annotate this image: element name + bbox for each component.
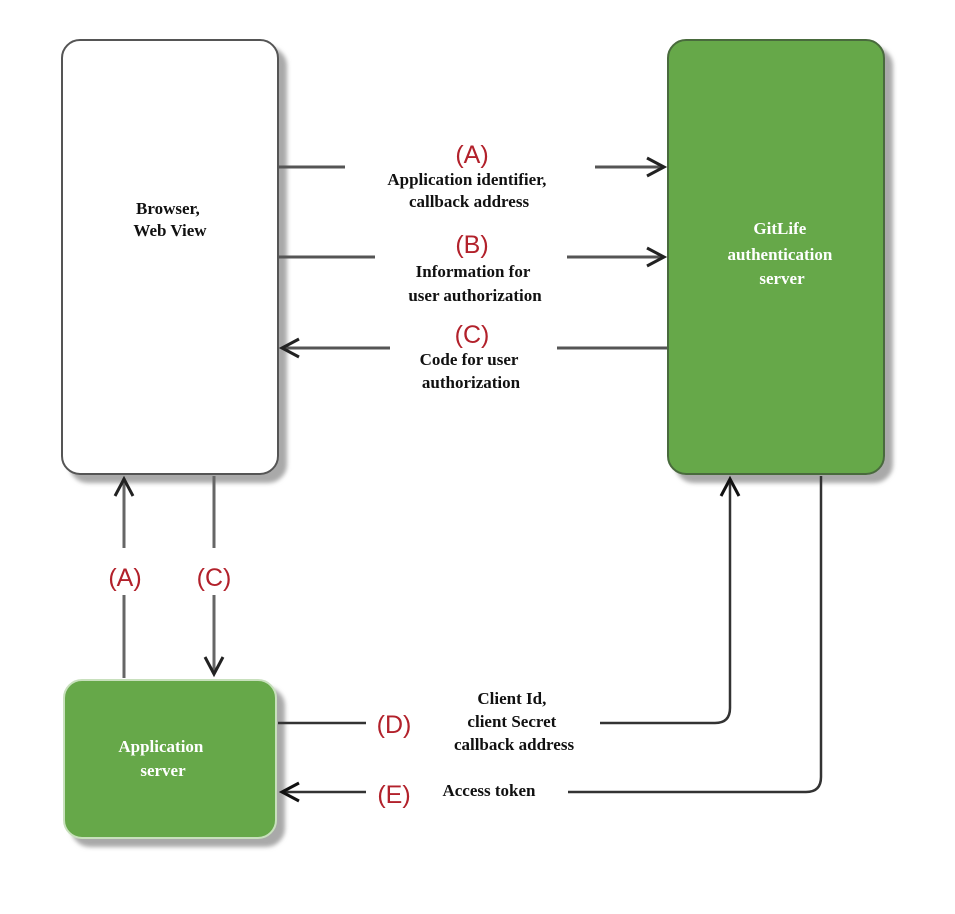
auth-server-label-line: GitLife xyxy=(753,219,806,238)
step-label-d: (D) xyxy=(377,711,412,739)
step-label-c-left: (C) xyxy=(197,564,232,592)
svg-text:Browser, Web View: Browser, Web View xyxy=(133,199,207,240)
arrowhead-left-icon xyxy=(278,781,300,803)
edge-a-label-line: Application identifier, xyxy=(387,170,546,189)
step-label-b: (B) xyxy=(455,231,488,259)
edge-b-label-line: Information for xyxy=(416,262,531,281)
auth-server-node: GitLife authentication server xyxy=(667,39,885,475)
arrowhead-up-icon xyxy=(719,475,741,497)
arrowhead-right-icon xyxy=(646,246,668,268)
edge-b-top: (B) Information for user authorization xyxy=(279,231,668,305)
edge-b-label-line: user authorization xyxy=(408,286,542,305)
edge-a-label-line: callback address xyxy=(409,192,530,211)
svg-text:Application identifier,: Application identifier, callback address xyxy=(387,170,550,211)
edge-c-label-line: authorization xyxy=(422,373,521,392)
browser-box xyxy=(61,39,279,475)
svg-text:Application server: Application server xyxy=(118,737,207,780)
edge-c-left: (C) xyxy=(197,476,232,678)
app-server-node: Application server xyxy=(63,679,277,839)
edge-c-label-line: Code for user xyxy=(420,350,519,369)
auth-server-label-line: authentication xyxy=(727,245,832,264)
arrowhead-right-icon xyxy=(646,156,668,178)
app-server-box xyxy=(63,679,277,839)
edge-a-left: (A) xyxy=(108,475,142,678)
edge-e: (E) Access token xyxy=(278,476,823,809)
app-server-label-line: server xyxy=(140,761,186,780)
edge-d-label-line: callback address xyxy=(454,735,575,754)
svg-text:Information for user aut: Information for user authorization xyxy=(408,262,542,305)
arrowhead-up-icon xyxy=(113,475,135,497)
app-server-label-line: Application xyxy=(118,737,204,756)
svg-text:GitLife authentication: GitLife authentication server xyxy=(727,219,836,288)
step-label-a: (A) xyxy=(455,141,488,169)
arrowhead-left-icon xyxy=(278,337,300,359)
edge-d-label-line: Client Id, xyxy=(477,689,546,708)
edge-c-top: (C) Code for user authorization xyxy=(278,321,667,392)
auth-server-label-line: server xyxy=(759,269,805,288)
edge-d-label-line: client Secret xyxy=(467,712,556,731)
edge-a-top: (A) Application identifier, callback add… xyxy=(279,141,668,211)
browser-node: Browser, Web View xyxy=(61,39,279,475)
svg-text:Client Id, client Secret: Client Id, client Secret callback addres… xyxy=(454,689,575,754)
edge-e-label: Access token xyxy=(442,781,536,800)
browser-label-line: Web View xyxy=(133,221,207,240)
browser-label-line: Browser, xyxy=(136,199,200,218)
svg-text:Code for user authorizat: Code for user authorization xyxy=(420,350,523,392)
auth-server-box xyxy=(667,39,885,475)
step-label-c: (C) xyxy=(455,321,490,349)
step-label-e: (E) xyxy=(377,781,410,809)
edge-d: (D) Client Id, client Secret callback ad… xyxy=(278,475,741,754)
arrowhead-down-icon xyxy=(203,656,225,678)
step-label-a-left: (A) xyxy=(108,564,141,592)
